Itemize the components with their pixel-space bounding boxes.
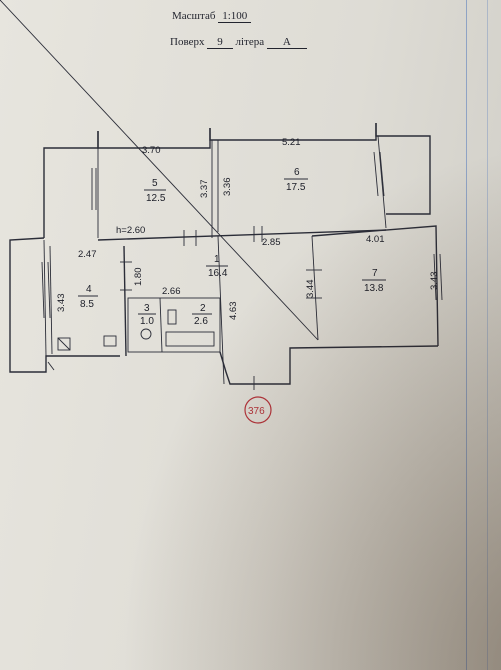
dim-height: h=2.60 (116, 225, 145, 236)
walls (0, 0, 443, 390)
dim-3-44: 3.44 (305, 280, 316, 299)
letter-value: А (266, 36, 307, 49)
room-5-area: 12.5 (146, 193, 166, 204)
room-2-area: 2.6 (194, 316, 208, 327)
scale-label: Масштаб (172, 10, 216, 22)
room-labels: 5 12.5 6 17.5 1 16.4 4 8.5 7 13.8 3 1.0 … (78, 167, 386, 327)
room-3-number: 3 (144, 303, 150, 314)
room-5-number: 5 (152, 178, 158, 189)
letter-label: літера (235, 36, 265, 48)
margin-line (466, 0, 467, 670)
dim-2-47: 2.47 (78, 249, 97, 260)
dim-4-01: 4.01 (366, 234, 385, 245)
room-6-area: 17.5 (286, 182, 306, 193)
floor-value: 9 (207, 36, 233, 49)
dimension-labels: 3.70 5.21 3.37 3.36 h=2.60 2.47 2.85 4.0… (56, 137, 440, 320)
floor-line: Поверх 9 літера А (170, 36, 307, 49)
scale-line: Масштаб 1:100 (172, 10, 252, 23)
dim-3-43-left: 3.43 (56, 294, 67, 313)
scale-value: 1:100 (218, 10, 252, 23)
dim-3-36: 3.36 (222, 178, 233, 197)
room-3-area: 1.0 (140, 316, 154, 327)
dim-2-66: 2.66 (162, 286, 181, 297)
room-7-area: 13.8 (364, 283, 384, 294)
stamp: 376 (244, 396, 272, 424)
dim-3-37: 3.37 (199, 180, 210, 199)
dim-1-80: 1.80 (133, 268, 144, 287)
room-1-number: 1 (214, 254, 220, 265)
dim-2-85: 2.85 (262, 237, 281, 248)
dim-4-63: 4.63 (228, 302, 239, 321)
floor-label: Поверх (170, 36, 205, 48)
margin-line-2 (487, 0, 488, 670)
room-4-number: 4 (86, 284, 92, 295)
room-6-number: 6 (294, 167, 300, 178)
room-1-area: 16.4 (208, 268, 228, 279)
stamp-circle (244, 396, 272, 424)
dim-3-70: 3.70 (142, 145, 161, 156)
dim-5-21: 5.21 (282, 137, 301, 148)
room-7-number: 7 (372, 268, 378, 279)
room-4-area: 8.5 (80, 299, 94, 310)
stamp-number: 376 (248, 406, 265, 417)
room-2-number: 2 (200, 303, 206, 314)
dim-3-43-right: 3.43 (429, 272, 440, 291)
